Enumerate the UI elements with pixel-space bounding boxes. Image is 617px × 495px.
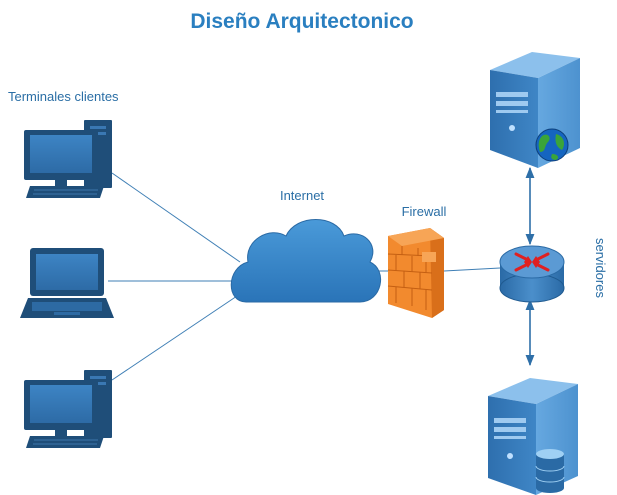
desktop-computer-icon bbox=[24, 370, 112, 448]
clients-label: Terminales clientes bbox=[8, 89, 119, 104]
desktop-computer-icon bbox=[24, 120, 112, 198]
router-icon bbox=[499, 245, 565, 303]
database-icon bbox=[535, 449, 565, 493]
server-tower-globe-icon bbox=[490, 52, 580, 168]
globe-icon bbox=[535, 128, 569, 162]
link-desktop-bottom-internet bbox=[111, 293, 241, 381]
cloud-icon bbox=[230, 219, 381, 303]
firewall-label: Firewall bbox=[402, 204, 447, 219]
laptop-icon bbox=[20, 248, 114, 318]
connections bbox=[108, 172, 501, 381]
internet-label: Internet bbox=[280, 188, 324, 203]
diagram-title: Diseño Arquitectonico bbox=[190, 10, 413, 33]
link-firewall-router bbox=[443, 267, 501, 272]
servers-label: servidores bbox=[593, 238, 608, 298]
server-tower-database-icon bbox=[488, 378, 578, 495]
brick-wall-icon bbox=[387, 228, 444, 318]
link-desktop-top-internet bbox=[111, 172, 241, 263]
